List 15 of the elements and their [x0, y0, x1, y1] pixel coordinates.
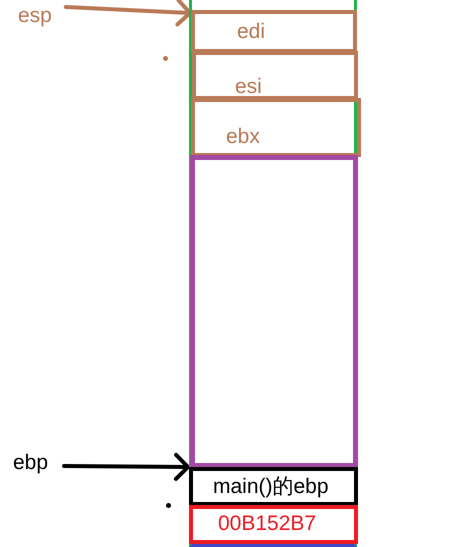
- arrow: [62, 452, 190, 481]
- stack-slot: [189, 505, 358, 544]
- register-label: ebx: [226, 125, 260, 149]
- pointer-label: ebp: [13, 451, 48, 475]
- stack-slot: [191, 98, 361, 157]
- slot-label: 00B152B7: [218, 512, 316, 536]
- register-label: edi: [237, 20, 266, 44]
- stack-slot: [191, 10, 357, 53]
- slot-label: main()的ebp: [213, 475, 329, 499]
- arrow: [64, 0, 192, 26]
- empty-stack-slot: [190, 155, 358, 468]
- register-label: esi: [235, 75, 262, 99]
- stack-slot: [192, 51, 358, 100]
- stack-slot: [189, 467, 358, 506]
- pointer-label: esp: [18, 4, 52, 28]
